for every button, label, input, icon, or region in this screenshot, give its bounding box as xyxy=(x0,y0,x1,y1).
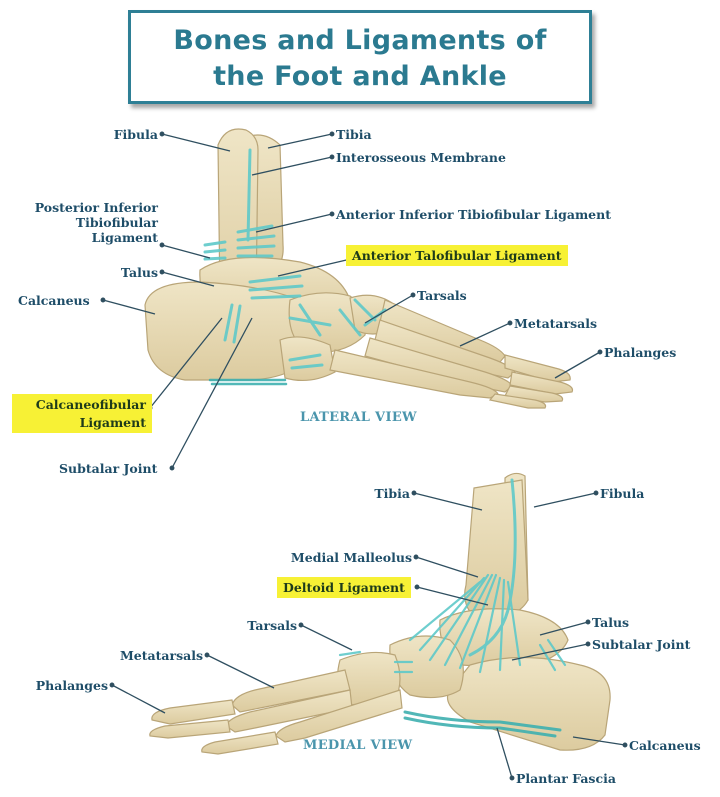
medial-label-phalanges: Phalanges xyxy=(35,678,108,693)
lateral-view-caption: LATERAL VIEW xyxy=(300,410,417,425)
plantar-fascia-ligament xyxy=(403,710,562,738)
lateral-tarsal-bone xyxy=(279,336,336,382)
lateral-label-metatarsals: Metatarsals xyxy=(514,316,598,331)
medial-label-medial-malleolus: Medial Malleolus xyxy=(290,550,412,565)
medial-label-metatarsals: Metatarsals xyxy=(119,648,203,663)
medial-label-talus: Talus xyxy=(592,615,630,630)
calcaneofibular-ligament-fibers xyxy=(223,303,242,344)
plantar-ligament xyxy=(208,378,288,386)
label-line: Ligament xyxy=(79,415,146,430)
lateral-label-talus: Talus xyxy=(120,265,158,280)
lateral-label-calcaneus: Calcaneus xyxy=(18,293,90,308)
lateral-phalanx-bone xyxy=(509,371,574,395)
lateral-ligaments xyxy=(203,148,387,386)
lateral-label-interosseous-membrane: Interosseous Membrane xyxy=(336,150,506,165)
medial-metatarsal-bone xyxy=(231,669,351,713)
medial-metatarsal-bone xyxy=(275,689,403,743)
lateral-phalanx-bone xyxy=(488,393,547,409)
medial-metatarsal-bone xyxy=(225,689,353,733)
medial-phalanx-bone xyxy=(151,699,236,725)
lateral-label-phalanges: Phalanges xyxy=(604,345,677,360)
lateral-label-tarsals: Tarsals xyxy=(417,288,467,303)
medial-label-plantar-fascia: Plantar Fascia xyxy=(516,771,616,786)
medial-label-tarsals: Tarsals xyxy=(247,618,297,633)
medial-label-deltoid-ligament: Deltoid Ligament xyxy=(277,577,411,598)
title-line-2: the Foot and Ankle xyxy=(213,61,507,92)
medial-tarsal-bone xyxy=(389,635,464,699)
medial-view-caption: MEDIAL VIEW xyxy=(303,738,413,753)
label-line: Tibiofibular xyxy=(75,215,158,230)
title-box: Bones and Ligaments of the Foot and Ankl… xyxy=(128,10,592,104)
medial-label-tibia: Tibia xyxy=(374,486,410,501)
tarsal-ligament-fibers xyxy=(338,650,414,674)
lateral-label-calcaneofibular-ligament: Calcaneofibular Ligament xyxy=(12,394,152,433)
medial-phalanx-bone xyxy=(149,719,231,739)
label-line: Posterior Inferior xyxy=(34,200,158,215)
lateral-label-anterior-talofibular-ligament: Anterior Talofibular Ligament xyxy=(346,245,568,266)
label-line: Calcaneofibular xyxy=(35,397,146,412)
lateral-label-fibula: Fibula xyxy=(113,127,158,142)
lateral-metatarsal-bone xyxy=(329,349,499,399)
medial-foot-drawing xyxy=(149,472,611,755)
leader-lines xyxy=(100,131,628,781)
tibiofibular-ligament-fibers xyxy=(236,224,276,258)
lateral-label-anterior-inferior-tibiofibular-ligament: Anterior Inferior Tibiofibular Ligament xyxy=(336,207,611,222)
medial-label-calcaneus: Calcaneus xyxy=(629,738,701,753)
interosseous-membrane-ligament xyxy=(246,148,252,242)
medial-label-subtalar-joint: Subtalar Joint xyxy=(592,637,691,652)
lateral-foot-drawing xyxy=(144,128,574,409)
lateral-label-tibia: Tibia xyxy=(336,127,372,142)
medial-ligaments xyxy=(338,478,567,738)
medial-calcaneus-bone xyxy=(446,656,611,751)
medial-phalanx-bone xyxy=(201,731,279,755)
title-line-1: Bones and Ligaments of xyxy=(173,25,547,56)
lateral-label-subtalar-joint: Subtalar Joint xyxy=(59,461,158,476)
talus-ligament-fibers xyxy=(538,638,567,672)
lateral-label-posterior-inferior-tibiofibular-ligament: Posterior Inferior Tibiofibular Ligament xyxy=(10,200,158,245)
deltoid-ligament-fibers xyxy=(408,573,522,674)
posterior-tibiofibular-ligament-fibers xyxy=(203,240,227,261)
talofibular-ligament-fibers xyxy=(248,274,304,300)
label-line: Ligament xyxy=(91,230,158,245)
medial-label-fibula: Fibula xyxy=(600,486,645,501)
